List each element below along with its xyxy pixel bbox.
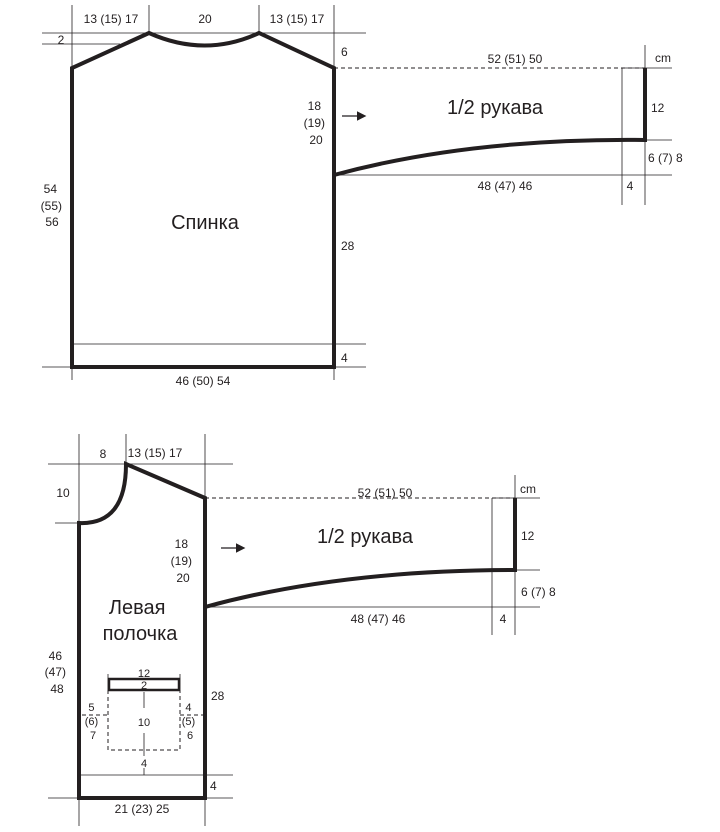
back-shoulder-left-label: 13 (15) 17 — [84, 12, 139, 26]
front-width-label: 21 (23) 25 — [115, 802, 170, 816]
back-total-length-label: 54 (55) 56 — [41, 182, 66, 229]
back-armhole-label: 18 (19) 20 — [304, 99, 329, 147]
back-sleeve-unit-label: cm — [655, 51, 671, 65]
front-total-length-label: 46 (47) 48 — [45, 649, 70, 696]
back-shoulder-drop-label: 6 — [341, 45, 348, 59]
front-rib-label: 4 — [210, 779, 217, 793]
back-shoulder-right-label: 13 (15) 17 — [270, 12, 325, 26]
front-neck-width-label: 8 — [100, 447, 107, 461]
pocket-width-label: 12 — [138, 668, 150, 680]
back-sleeve-cuff-rib-label: 4 — [627, 179, 634, 193]
front-sleeve-outline — [204, 498, 517, 609]
front-sleeve-cuff-height-label: 12 — [521, 529, 535, 543]
back-sleeve-bottom-length-label: 48 (47) 46 — [478, 179, 533, 193]
front-sleeve-cuff-width-label: 6 (7) 8 — [521, 585, 556, 599]
back-sleeve-top-length-label: 52 (51) 50 — [488, 52, 543, 66]
back-sleeve-title: 1/2 рукава — [447, 97, 544, 119]
pocket-right-offset-label: 4 (5) 6 — [182, 702, 199, 742]
front-sleeve-cuff-rib-label: 4 — [500, 612, 507, 626]
back-side-length-label: 28 — [341, 239, 355, 253]
front-piece-outline — [77, 460, 207, 800]
back-piece-outline — [70, 30, 336, 369]
pocket-band-label: 2 — [141, 680, 147, 692]
pocket — [82, 674, 205, 775]
front-sleeve-top-length-label: 52 (51) 50 — [358, 486, 413, 500]
front-shoulder-label: 13 (15) 17 — [128, 446, 183, 460]
back-width-label: 46 (50) 54 — [176, 374, 231, 388]
front-sleeve-unit-label: cm — [520, 482, 536, 496]
front-neck-depth-label: 10 — [56, 486, 70, 500]
front-armhole-label: 18 (19) 20 — [171, 537, 196, 585]
front-side-length-label: 28 — [211, 689, 225, 703]
back-sleeve-cuff-height-label: 12 — [651, 101, 665, 115]
front-title: Левая полочка — [103, 597, 179, 645]
back-neck-depth-label: 2 — [58, 33, 65, 47]
front-sleeve-title: 1/2 рукава — [317, 526, 414, 548]
back-sleeve-cuff-width-label: 6 (7) 8 — [648, 151, 683, 165]
pocket-bottom-offset-label: 4 — [141, 758, 147, 770]
back-rib-label: 4 — [341, 351, 348, 365]
back-sleeve-outline — [333, 68, 647, 177]
front-sleeve-bottom-length-label: 48 (47) 46 — [351, 612, 406, 626]
pocket-left-offset-label: 5 (6) 7 — [85, 702, 102, 742]
back-neck-width-label: 20 — [198, 12, 212, 26]
back-title: Спинка — [171, 212, 240, 234]
pocket-height-label: 10 — [138, 717, 150, 729]
